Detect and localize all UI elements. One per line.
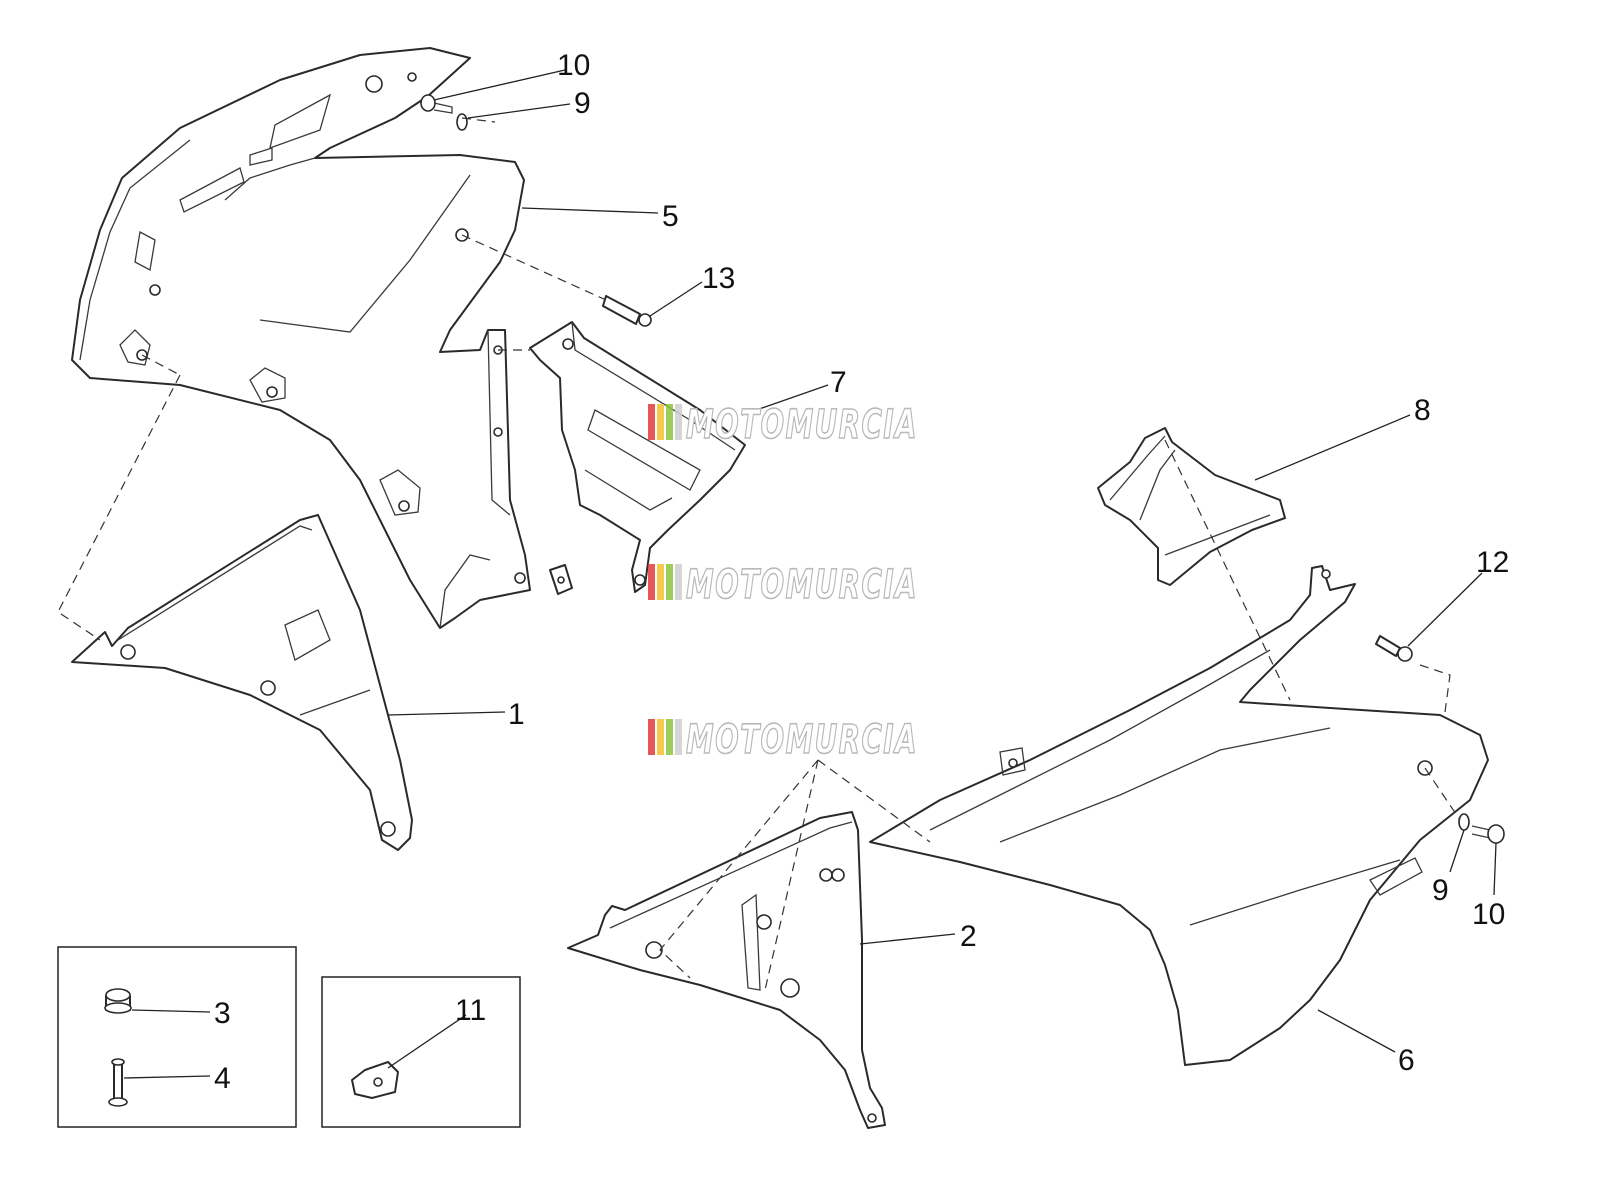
watermark-stripe	[675, 564, 682, 600]
screw-12	[1375, 635, 1413, 662]
callout-5: 5	[662, 200, 679, 233]
watermark-stripe	[648, 404, 655, 440]
watermark-stripe	[657, 404, 664, 440]
callout-3: 3	[214, 997, 231, 1030]
watermark-stripe	[675, 719, 682, 755]
inset-box-11	[321, 976, 521, 1128]
callout-10-top: 10	[557, 49, 590, 82]
watermark-layer: MOTOMURCIA MOTOMURCIA MOTOMURCIA	[648, 401, 918, 764]
callout-4: 4	[214, 1062, 231, 1095]
watermark-text: MOTOMURCIA	[686, 402, 918, 448]
watermark-text: MOTOMURCIA	[686, 562, 918, 608]
watermark-logo: MOTOMURCIA	[648, 716, 918, 764]
assembly-lines	[57, 117, 1461, 991]
watermark-stripe	[666, 719, 673, 755]
part-7-bracket	[529, 321, 746, 593]
watermark-logo: MOTOMURCIA	[648, 561, 918, 609]
screw-13	[602, 295, 652, 327]
callout-7: 7	[830, 366, 847, 399]
callout-12: 12	[1476, 546, 1509, 579]
callouts: 10 9 5 13 7 8 12 1 9 10 2 6 3 4 11	[214, 49, 1509, 1095]
part-5-upper-fairing	[71, 47, 531, 629]
screw-10-top	[420, 94, 453, 114]
callout-11: 11	[455, 994, 486, 1027]
callout-6: 6	[1398, 1044, 1415, 1077]
callout-9-right: 9	[1432, 874, 1449, 907]
callout-9-top: 9	[574, 87, 591, 120]
watermark-logo: MOTOMURCIA	[648, 401, 918, 449]
watermark-stripe	[675, 404, 682, 440]
screw-10-right	[1471, 824, 1505, 844]
watermark-stripe	[657, 564, 664, 600]
callout-13: 13	[702, 262, 735, 295]
part-6-right-fairing	[869, 565, 1489, 1066]
inset-box-3-4	[57, 946, 297, 1128]
watermark-stripe	[666, 564, 673, 600]
clip-nut-small	[549, 564, 573, 595]
callout-10-right: 10	[1472, 898, 1505, 931]
callout-1: 1	[508, 698, 525, 731]
washer-9-top	[456, 113, 468, 131]
leader-lines	[123, 69, 1497, 1079]
watermark-stripe	[657, 719, 664, 755]
part-2-lower-right-panel	[567, 811, 886, 1129]
part-1-lower-left-panel	[71, 514, 413, 851]
watermark-stripe	[648, 564, 655, 600]
part-8-duct	[1097, 427, 1286, 586]
callout-8: 8	[1414, 394, 1431, 427]
callout-2: 2	[960, 920, 977, 953]
watermark-text: MOTOMURCIA	[686, 717, 918, 763]
washer-9-right	[1458, 813, 1470, 831]
watermark-stripe	[666, 404, 673, 440]
watermark-stripe	[648, 719, 655, 755]
